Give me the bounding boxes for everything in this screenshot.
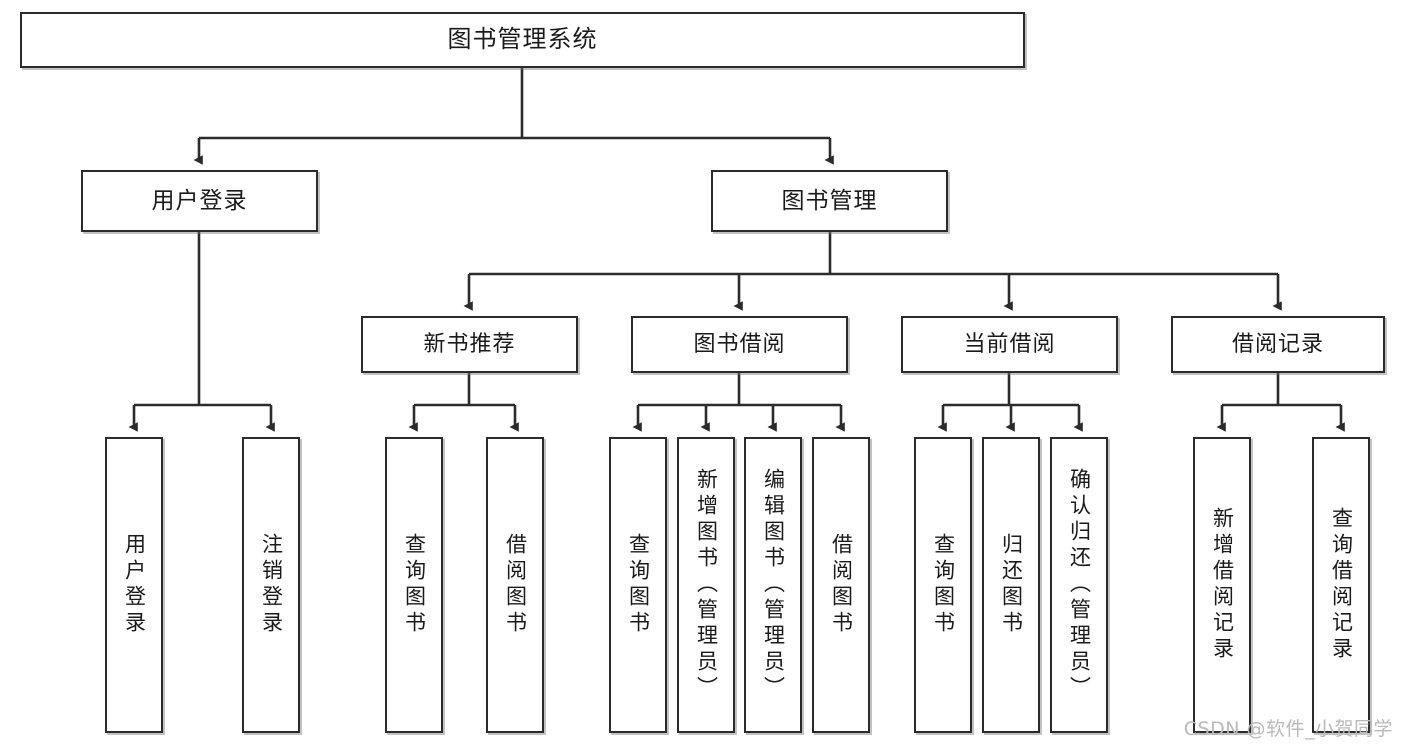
- node-label: 图书借阅: [693, 331, 786, 357]
- node-label: 编辑图书（管理员）: [761, 468, 786, 702]
- node-label: 新增借阅记录: [1210, 507, 1235, 663]
- node-label: 确认归还（管理员）: [1067, 468, 1092, 702]
- node-new-book-recommend[interactable]: 新书推荐: [361, 316, 578, 373]
- node-book-borrow[interactable]: 图书借阅: [631, 316, 848, 373]
- node-current-borrow[interactable]: 当前借阅: [901, 316, 1118, 373]
- node-root-system[interactable]: 图书管理系统: [20, 12, 1025, 68]
- node-label: 当前借阅: [963, 331, 1056, 357]
- node-book-management[interactable]: 图书管理: [711, 170, 948, 232]
- node-label: 用户登录: [122, 533, 147, 637]
- node-borrow-record[interactable]: 借阅记录: [1171, 316, 1385, 373]
- node-label: 新书推荐: [423, 331, 516, 357]
- node-label: 用户登录: [151, 187, 248, 214]
- leaf-current-return-book[interactable]: 归还图书: [982, 437, 1040, 733]
- leaf-user-login-logout[interactable]: 注销登录: [242, 437, 300, 733]
- leaf-borrow-edit-book-admin[interactable]: 编辑图书（管理员）: [744, 437, 802, 733]
- node-label: 注销登录: [259, 533, 284, 637]
- node-user-login[interactable]: 用户登录: [81, 170, 318, 232]
- node-label: 查询借阅记录: [1329, 507, 1354, 663]
- node-label: 查询图书: [931, 533, 956, 637]
- node-label: 查询图书: [626, 533, 651, 637]
- leaf-user-login-login[interactable]: 用户登录: [105, 437, 163, 733]
- leaf-borrow-query-book[interactable]: 查询图书: [609, 437, 667, 733]
- node-label: 查询图书: [402, 533, 427, 637]
- leaf-record-add-record[interactable]: 新增借阅记录: [1193, 437, 1251, 733]
- leaf-borrow-borrow-book[interactable]: 借阅图书: [812, 437, 870, 733]
- leaf-current-confirm-return-admin[interactable]: 确认归还（管理员）: [1050, 437, 1108, 733]
- node-label: 归还图书: [999, 533, 1024, 637]
- node-label: 图书管理: [781, 187, 878, 214]
- node-label: 图书管理系统: [447, 25, 598, 54]
- leaf-recommend-borrow-book[interactable]: 借阅图书: [486, 437, 544, 733]
- leaf-borrow-add-book-admin[interactable]: 新增图书（管理员）: [677, 437, 735, 733]
- leaf-recommend-query-book[interactable]: 查询图书: [385, 437, 443, 733]
- node-label: 借阅图书: [503, 533, 528, 637]
- node-label: 借阅图书: [829, 533, 854, 637]
- leaf-record-query-record[interactable]: 查询借阅记录: [1312, 437, 1370, 733]
- leaf-current-query-book[interactable]: 查询图书: [914, 437, 972, 733]
- csdn-watermark: CSDN @软件_小贺同学: [1183, 718, 1393, 740]
- node-label: 借阅记录: [1231, 331, 1324, 357]
- node-label: 新增图书（管理员）: [694, 468, 719, 702]
